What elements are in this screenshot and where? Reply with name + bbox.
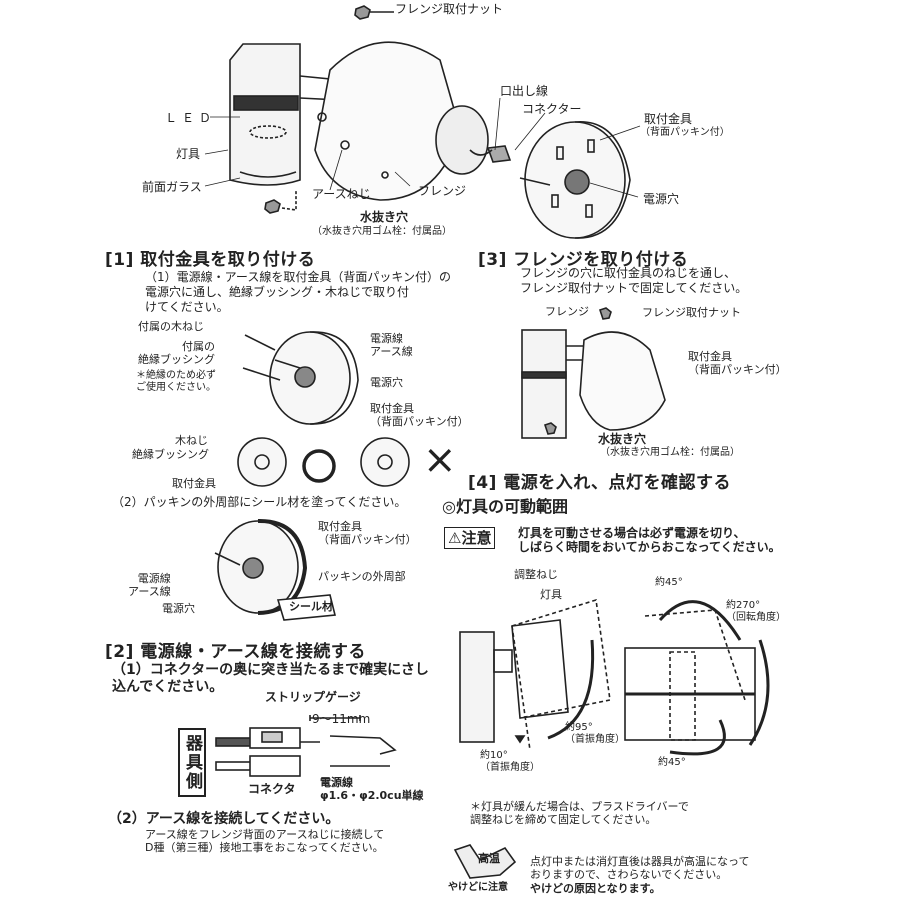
s3-drain-label: 水抜き穴 bbox=[598, 432, 647, 446]
s3-flange-label: フレンジ bbox=[545, 305, 589, 318]
movement-side-drawing bbox=[459, 598, 611, 751]
earth-screw-label: アースねじ bbox=[312, 187, 371, 201]
ok-bracket-label: 取付金具 bbox=[172, 477, 216, 490]
assembled-drawing bbox=[521, 307, 666, 439]
sealant-label: シール材 bbox=[289, 600, 333, 613]
bracket-drawing bbox=[469, 121, 631, 239]
ok-ng-drawings bbox=[237, 437, 410, 487]
gasket-rim-label: パッキンの外周部 bbox=[318, 570, 406, 583]
s3-bracket-label: 取付金具 （背面パッキン付） bbox=[688, 350, 787, 376]
section2-step1: （1）コネクターの奥に突き当たるまで確実にさし 込んでください。 bbox=[112, 662, 429, 695]
mount-bracket-label: 取付金具 bbox=[644, 112, 693, 126]
section3-body: フレンジの穴に取付金具のねじを通し、 フレンジ取付ナットで固定してください。 bbox=[520, 266, 748, 295]
step1-power-hole-label: 電源穴 bbox=[370, 376, 403, 389]
step2-bracket-label: 取付金具 （背面パッキン付） bbox=[318, 520, 417, 546]
connector-label: コネクター bbox=[522, 102, 582, 116]
fixture-label: 灯具 bbox=[176, 147, 201, 161]
power-wire-spec: 電源線 φ1.6・φ2.0cu単線 bbox=[320, 776, 424, 802]
connector-label-2: コネクタ bbox=[248, 782, 296, 796]
angle-10-label: 約10° （首振角度） bbox=[480, 750, 540, 773]
section1-title: [1] 取付金具を取り付ける bbox=[105, 250, 316, 270]
drain-hole-note: （水抜き穴用ゴム栓：付属品） bbox=[312, 226, 452, 237]
section1-step1: （1）電源線・アース線を取付金具（背面パッキン付）の 電源穴に通し、絶縁ブッシン… bbox=[145, 270, 451, 314]
bushing-note: ＊絶縁のため必ず ご使用ください。 bbox=[136, 370, 216, 393]
section2-title: [2] 電源線・アース線を接続する bbox=[105, 642, 366, 662]
strip-gauge-label: ストリップゲージ bbox=[265, 690, 361, 704]
angle-270-label: 約270° （回転角度） bbox=[726, 600, 786, 623]
s3-drain-note: （水抜き穴用ゴム栓：付属品） bbox=[600, 447, 740, 458]
flange-nut-label: フレンジ取付ナット bbox=[395, 2, 504, 16]
step2-power-wire-label: 電源線 アース線 bbox=[128, 572, 171, 598]
section2-step2: （2）アース線を接続してください。 bbox=[108, 811, 340, 827]
ok-bushing-label: 絶縁ブッシング bbox=[132, 448, 209, 461]
section1-step2: （2）パッキンの外周部にシール材を塗ってください。 bbox=[112, 495, 407, 509]
front-glass-label: 前面ガラス bbox=[142, 180, 202, 194]
device-side-label: 器具側 bbox=[178, 728, 206, 797]
strip-length-label: 9〜11mm bbox=[312, 712, 371, 726]
lead-wire-label: 口出し線 bbox=[500, 84, 549, 98]
led-label: ＬＥＤ bbox=[165, 111, 217, 125]
angle-45-bottom-label: 約45° bbox=[658, 757, 686, 768]
burn-caution-label: やけどに注意 bbox=[448, 882, 508, 893]
step2-power-hole-label: 電源穴 bbox=[162, 602, 195, 615]
caution-text: 灯具を可動させる場合は必ず電源を切り、 しばらく時間をおいてからおこなってくださ… bbox=[518, 526, 781, 554]
loose-note: ＊灯具が緩んだ場合は、プラスドライバーで 調整ねじを締めて固定してください。 bbox=[470, 800, 689, 826]
seal-drawing bbox=[214, 518, 337, 621]
ok-wood-label: 木ねじ bbox=[175, 434, 208, 447]
range-title: ◎灯具の可動範囲 bbox=[442, 497, 568, 516]
section3-title: [3] フレンジを取り付ける bbox=[478, 250, 689, 270]
hot-warning-text-2: やけどの原因となります。 bbox=[530, 882, 661, 895]
connector-drawing bbox=[215, 715, 397, 777]
fixture-drawing bbox=[229, 5, 489, 214]
drain-hole-label: 水抜き穴 bbox=[360, 210, 409, 224]
step1-bracket-drawing bbox=[242, 331, 359, 425]
angle-45-top-label: 約45° bbox=[655, 577, 683, 588]
bushing-label: 付属の 絶縁ブッシング bbox=[138, 340, 215, 366]
hot-warning-text: 点灯中または消灯直後は器具が高温になって おりますので、さわらないでください。 bbox=[530, 855, 750, 881]
power-hole-label: 電源穴 bbox=[643, 192, 680, 206]
mount-bracket-sublabel: （背面パッキン付） bbox=[640, 127, 730, 138]
section4-title: [4] 電源を入れ、点灯を確認する bbox=[468, 473, 731, 493]
wood-screw-label: 付属の木ねじ bbox=[138, 320, 204, 333]
s3-flange-nut-label: フレンジ取付ナット bbox=[642, 306, 741, 319]
ng-mark: × bbox=[423, 437, 457, 483]
movement-top-drawing bbox=[624, 600, 770, 756]
hot-label: 高温 bbox=[478, 852, 500, 865]
hot-warning-drawing bbox=[453, 844, 517, 879]
section2-step2-body: アース線をフレンジ背面のアースねじに接続して D種（第三種）接地工事をおこなって… bbox=[145, 828, 385, 854]
step1-power-wire-label: 電源線 アース線 bbox=[370, 332, 413, 358]
adjust-screw-label: 調整ねじ bbox=[514, 568, 558, 581]
s4-fixture-label: 灯具 bbox=[540, 588, 562, 601]
angle-95-label: 約95° （首振角度） bbox=[565, 722, 625, 745]
caution-badge: ⚠注意 bbox=[444, 527, 496, 549]
flange-label: フレンジ bbox=[418, 184, 467, 198]
step1-bracket-label: 取付金具 （背面パッキン付） bbox=[370, 402, 469, 428]
